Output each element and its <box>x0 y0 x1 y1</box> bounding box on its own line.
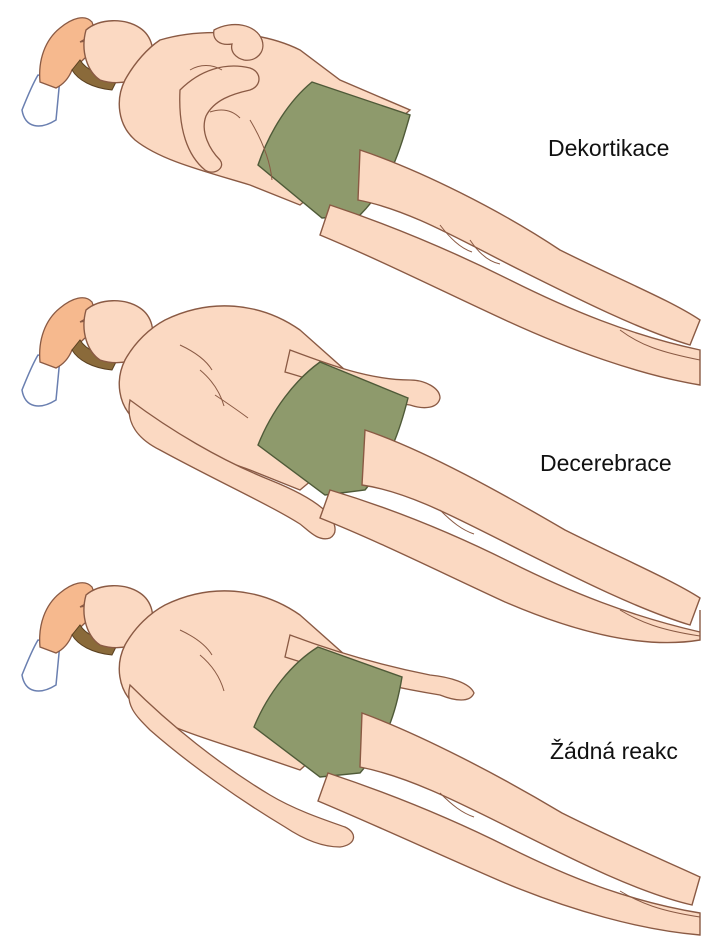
decerebrate-figure <box>0 280 710 610</box>
panel-decerebrate: Decerebrace <box>0 280 710 610</box>
panel-no-response: Žádná reakc <box>0 565 710 940</box>
panel-decorticate: Dekortikace <box>0 0 710 300</box>
label-decerebrate: Decerebrace <box>540 450 710 477</box>
label-no-response: Žádná reakc <box>550 738 710 765</box>
label-decorticate: Dekortikace <box>548 135 710 162</box>
